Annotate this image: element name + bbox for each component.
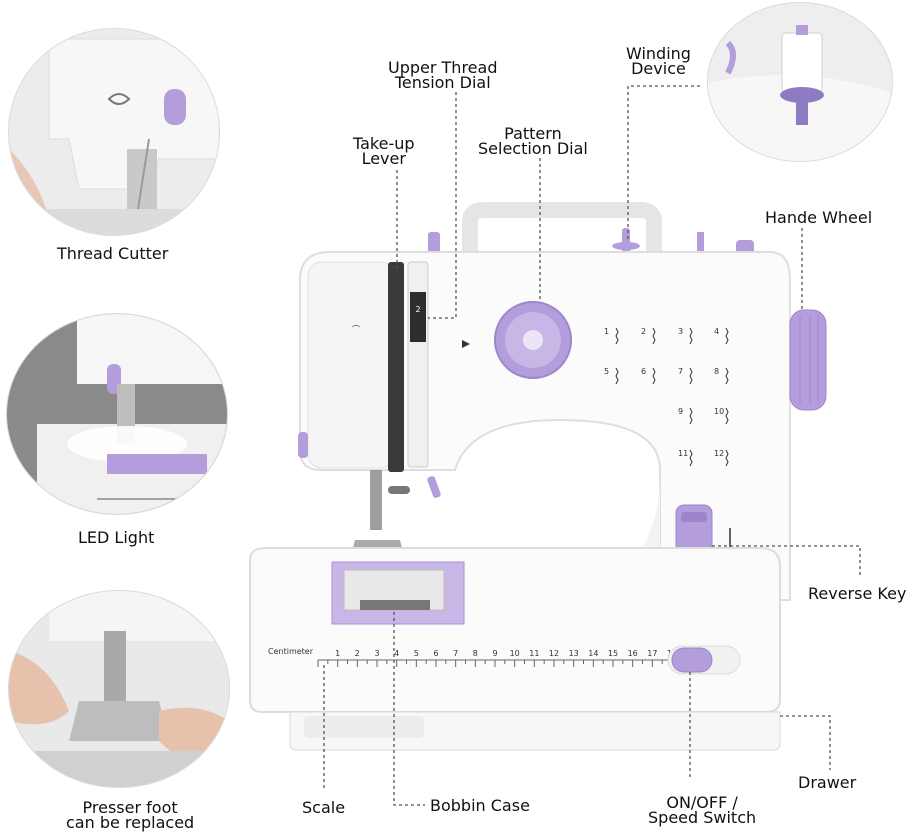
presser-foot-line2: can be replaced xyxy=(66,813,195,832)
pattern-number: 9 xyxy=(678,407,683,416)
ruler-number: 13 xyxy=(569,649,579,658)
ruler-number: 11 xyxy=(529,649,539,658)
onoff-speed-switch xyxy=(671,647,713,673)
svg-text:⌒: ⌒ xyxy=(352,325,360,334)
ruler-number: 6 xyxy=(433,649,438,658)
take-up-lever-slot xyxy=(388,262,404,472)
upper-tension-label: Upper Thread Tension Dial xyxy=(388,58,498,92)
upper-tension-line2: Tension Dial xyxy=(394,73,491,92)
ruler-number: 9 xyxy=(492,649,497,658)
machine-base xyxy=(249,547,781,713)
leader-bobbin xyxy=(393,612,425,806)
scale-ruler-ticks: 123456789101112131415161718 xyxy=(317,649,677,667)
onoff-line2: Speed Switch xyxy=(648,808,757,827)
upper-tension-line1: Upper Thread xyxy=(388,58,498,77)
take-up-line1: Take-up xyxy=(353,134,415,153)
ruler-unit-label: Centimeter xyxy=(268,647,314,656)
pattern-line1: Pattern xyxy=(504,124,562,143)
pattern-number: 3 xyxy=(678,327,683,336)
winding-label: Winding Device xyxy=(626,44,691,78)
pattern-number: 6 xyxy=(641,367,646,376)
ruler-number: 17 xyxy=(647,649,657,658)
presser-foot-detail-image xyxy=(8,590,230,788)
carry-handle xyxy=(462,202,662,258)
stitch-symbol xyxy=(689,327,693,345)
winding-line2: Device xyxy=(631,59,686,78)
svg-text:2: 2 xyxy=(415,305,420,314)
bobbin-case-label: Bobbin Case xyxy=(430,796,530,815)
hand-wheel xyxy=(789,309,827,411)
stitch-symbol xyxy=(689,367,693,385)
stitch-symbol xyxy=(725,407,729,425)
stitch-symbol xyxy=(725,327,729,345)
ruler-number: 16 xyxy=(628,649,638,658)
stitch-symbol xyxy=(689,449,693,467)
stitch-symbol xyxy=(615,367,619,385)
ruler-number: 4 xyxy=(394,649,399,658)
scale-label: Scale xyxy=(302,798,346,817)
presser-foot-line1: Presser foot xyxy=(82,798,178,817)
stitch-symbol xyxy=(725,367,729,385)
pattern-line2: Selection Dial xyxy=(478,139,588,158)
ruler-number: 12 xyxy=(549,649,559,658)
pattern-number: 1 xyxy=(604,327,609,336)
onoff-line1: ON/OFF / xyxy=(666,793,738,812)
ruler-number: 2 xyxy=(355,649,360,658)
pattern-number: 2 xyxy=(641,327,646,336)
ruler-number: 10 xyxy=(510,649,520,658)
pattern-number: 4 xyxy=(714,327,719,336)
ruler-number: 8 xyxy=(473,649,478,658)
pattern-number: 12 xyxy=(714,449,724,458)
stitch-symbol xyxy=(689,407,693,425)
stitch-symbol xyxy=(725,449,729,467)
stitch-symbol xyxy=(652,327,656,345)
leader-winding xyxy=(627,85,700,240)
thread-cutter-label: Thread Cutter xyxy=(57,244,169,263)
ruler-number: 3 xyxy=(374,649,379,658)
spool-pin-right xyxy=(697,232,704,258)
onoff-label: ON/OFF / Speed Switch xyxy=(648,793,757,827)
ruler-number: 1 xyxy=(335,649,340,658)
stitch-symbol xyxy=(615,327,619,345)
reverse-key-label: Reverse Key xyxy=(808,584,907,603)
pattern-label: Pattern Selection Dial xyxy=(478,124,588,158)
ruler-number: 7 xyxy=(453,649,458,658)
hand-wheel-label: Hande Wheel xyxy=(765,208,873,227)
take-up-label: Take-up Lever xyxy=(353,134,415,168)
presser-foot-label: Presser foot can be replaced xyxy=(66,798,195,832)
led-light-detail-image xyxy=(6,313,228,515)
stitch-symbol xyxy=(652,367,656,385)
leader-reverse xyxy=(712,545,861,578)
ruler-number: 14 xyxy=(588,649,598,658)
led-light-label: LED Light xyxy=(78,528,155,547)
needle-bar xyxy=(370,470,382,530)
leader-drawer xyxy=(780,715,831,770)
ruler-number: 5 xyxy=(414,649,419,658)
pattern-number: 7 xyxy=(678,367,683,376)
pattern-number: 5 xyxy=(604,367,609,376)
thread-cutter-detail-image xyxy=(8,28,220,236)
pattern-number: 11 xyxy=(678,449,688,458)
face-plate xyxy=(307,261,395,469)
take-up-line2: Lever xyxy=(361,149,406,168)
pattern-number: 8 xyxy=(714,367,719,376)
winding-line1: Winding xyxy=(626,44,691,63)
pattern-number: 10 xyxy=(714,407,724,416)
drawer-label: Drawer xyxy=(798,773,857,792)
winding-device-detail-image xyxy=(707,2,893,162)
ruler-number: 15 xyxy=(608,649,618,658)
